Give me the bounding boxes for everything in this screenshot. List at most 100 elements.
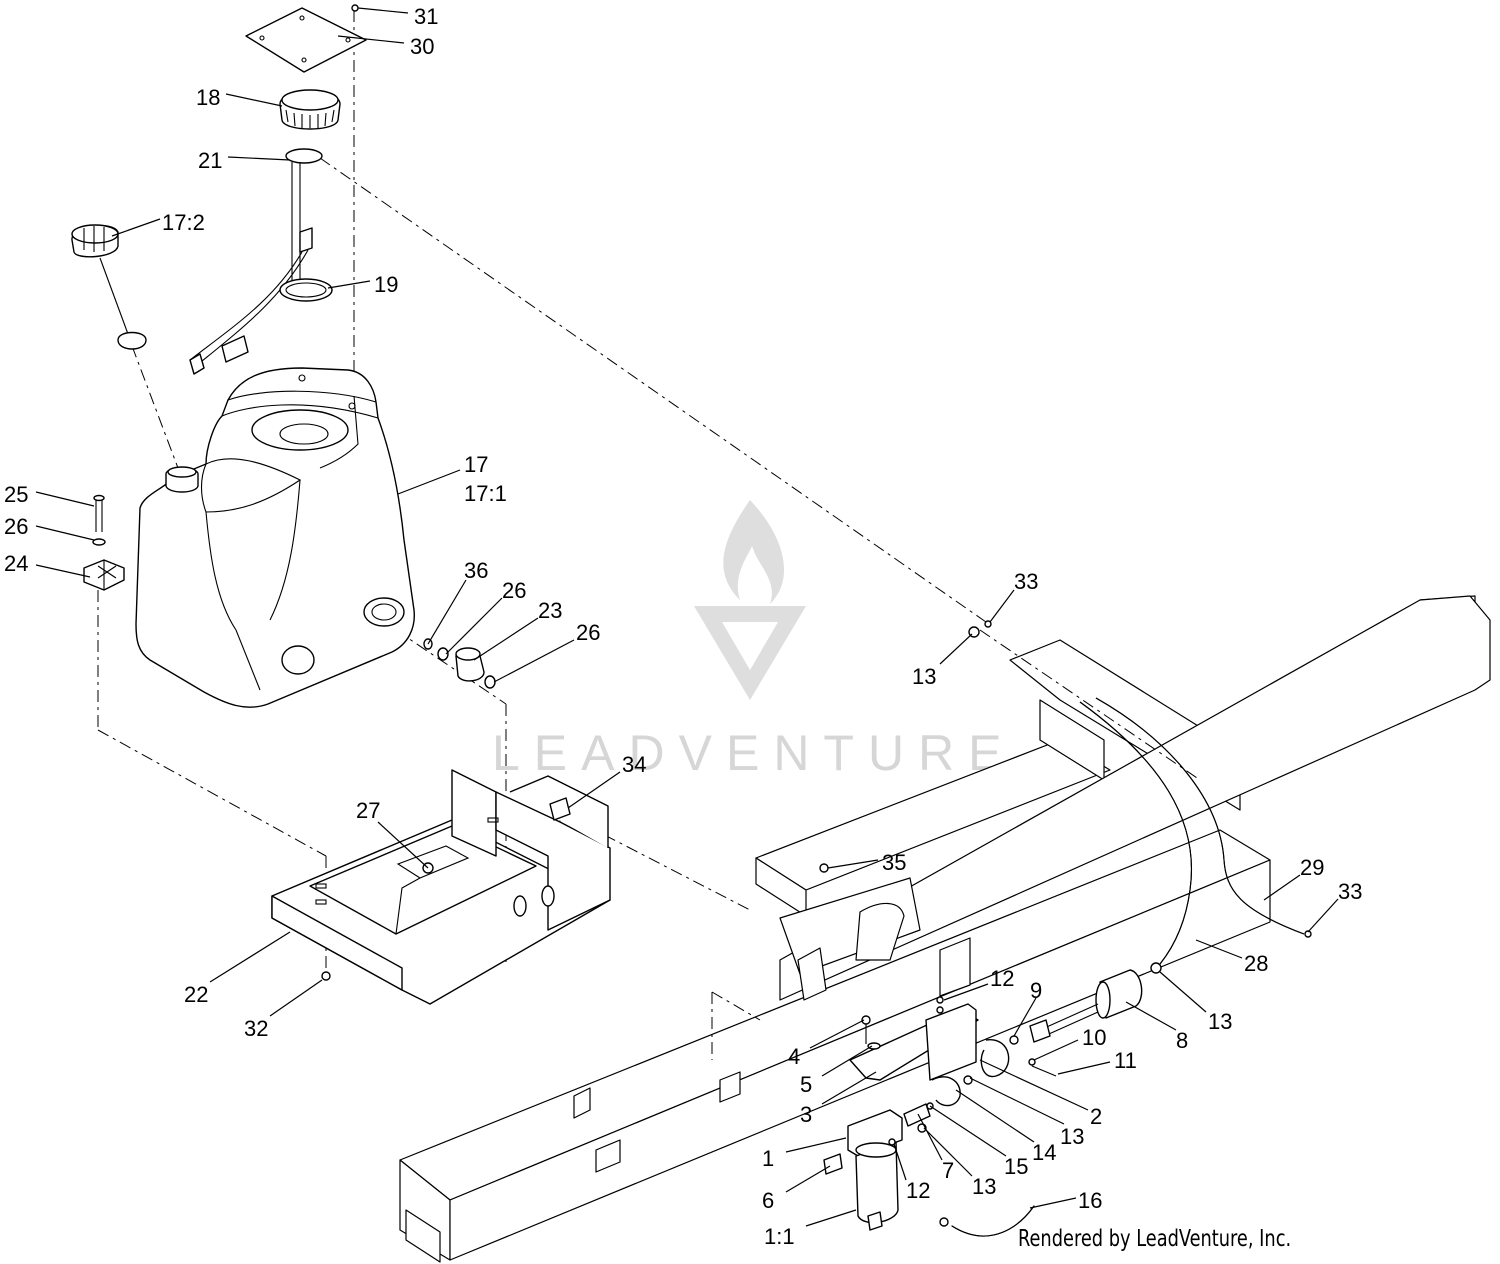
callout-13d: 13: [972, 1174, 996, 1199]
callout-leader-18: [225, 93, 283, 107]
callout-leader-2: [979, 1059, 1089, 1111]
callout-leader-33b: [1307, 898, 1339, 933]
callout-leader-3: [821, 1071, 877, 1105]
callout-18: 18: [196, 85, 220, 110]
callout-leader-13b: [1159, 971, 1207, 1013]
callout-36: 36: [464, 558, 488, 583]
screw-31: [351, 4, 359, 12]
callout-35: 35: [882, 850, 906, 875]
fuel-filter: [823, 1103, 931, 1231]
callout-26a: 26: [4, 514, 28, 539]
callout-14: 14: [1032, 1140, 1056, 1165]
callout-leader-15: [929, 1105, 1007, 1157]
watermark: LEADVENTURE: [492, 500, 1016, 781]
callout-13c: 13: [1060, 1124, 1084, 1149]
clamp-33-lower: [1304, 930, 1312, 938]
callout-15: 15: [1004, 1154, 1028, 1179]
callout-leader-1-1: [805, 1209, 857, 1227]
callout-33b: 33: [1338, 879, 1362, 904]
callout-leader-21: [227, 156, 291, 161]
callout-26b: 26: [502, 578, 526, 603]
callout-32: 32: [244, 1016, 268, 1041]
fuel-cap: [71, 224, 147, 350]
pump-bracket: [849, 996, 1010, 1110]
callout-26c: 26: [576, 620, 600, 645]
callout-leader-19: [327, 280, 371, 289]
fuel-pump: [1009, 962, 1162, 1077]
callout-leader-5: [821, 1045, 873, 1077]
callout-9: 9: [1030, 978, 1042, 1003]
callout-17-1: 17:1: [464, 481, 507, 506]
callout-leader-13a: [939, 633, 973, 665]
callout-leader-26c: [493, 639, 575, 683]
callout-13b: 13: [1208, 1009, 1232, 1034]
callout-3: 3: [800, 1102, 812, 1127]
callout-leader-7: [917, 1113, 943, 1161]
fuel-tank: [135, 367, 415, 708]
callout-2: 2: [1090, 1104, 1102, 1129]
callout-33a: 33: [1014, 569, 1038, 594]
callout-31: 31: [414, 4, 438, 29]
tank-hold-down-hardware: [83, 494, 125, 591]
tank-mount-tray: [271, 769, 611, 1005]
watermark-flame-icon: [723, 500, 785, 604]
callout-1: 1: [762, 1146, 774, 1171]
callout-leader-28: [1195, 939, 1243, 959]
callout-leader-26a: [35, 525, 95, 541]
callout-17-2: 17:2: [162, 210, 205, 235]
callout-8: 8: [1176, 1028, 1188, 1053]
callout-leader-6: [785, 1165, 831, 1193]
callout-leader-13c: [969, 1077, 1065, 1125]
callout-27: 27: [356, 798, 380, 823]
tank-bumper-stack: [423, 638, 496, 689]
callout-22: 22: [184, 982, 208, 1007]
callout-leader-35: [827, 859, 879, 869]
nut-35: [819, 863, 829, 873]
callout-leader-8: [1125, 1001, 1177, 1031]
callout-leader-9: [1013, 997, 1037, 1037]
callout-4: 4: [788, 1044, 800, 1069]
callout-leader-30: [337, 35, 405, 44]
callout-leader-34: [567, 771, 621, 809]
callout-leader-4: [809, 1019, 865, 1049]
spacer-34: [549, 797, 571, 821]
callout-leader-1: [785, 1137, 847, 1153]
callout-leader-33a: [989, 589, 1015, 623]
outlet-hose: [939, 1205, 1035, 1237]
callout-29: 29: [1300, 855, 1324, 880]
gasket: [279, 278, 333, 302]
nut-32: [321, 971, 331, 981]
callout-leader-11: [1057, 1061, 1111, 1075]
callout-leader-22: [209, 931, 291, 983]
callout-leader-10: [1033, 1039, 1079, 1061]
callout-leader-17: [397, 469, 461, 495]
callout-16: 16: [1078, 1188, 1102, 1213]
callout-leader-31: [357, 7, 409, 14]
callout-leader-24: [35, 564, 91, 578]
lock-ring: [279, 89, 341, 130]
callout-10: 10: [1082, 1025, 1106, 1050]
callout-17: 17: [464, 452, 488, 477]
fuel-sender: [189, 148, 323, 375]
callout-34: 34: [622, 752, 646, 777]
clamp-33-upper: [984, 620, 992, 628]
watermark-text: LEADVENTURE: [492, 725, 1016, 781]
callout-24: 24: [4, 551, 28, 576]
callout-leader-25: [35, 491, 95, 507]
callout-19: 19: [374, 272, 398, 297]
callout-12b: 12: [906, 1178, 930, 1203]
callout-leader-29: [1263, 874, 1301, 901]
render-credit: Rendered by LeadVenture, Inc.: [1018, 1226, 1292, 1252]
callout-leader-12b: [893, 1143, 907, 1181]
callout-6: 6: [762, 1188, 774, 1213]
callout-25: 25: [4, 482, 28, 507]
fuel-hoses: [1079, 697, 1312, 965]
callout-leader-13d: [923, 1127, 973, 1177]
callout-7: 7: [942, 1158, 954, 1183]
callout-leader-26b: [445, 597, 503, 655]
callout-leader-17-2: [111, 218, 161, 237]
callout-leader-12a: [943, 983, 989, 1001]
callout-1-1: 1:1: [764, 1224, 795, 1249]
